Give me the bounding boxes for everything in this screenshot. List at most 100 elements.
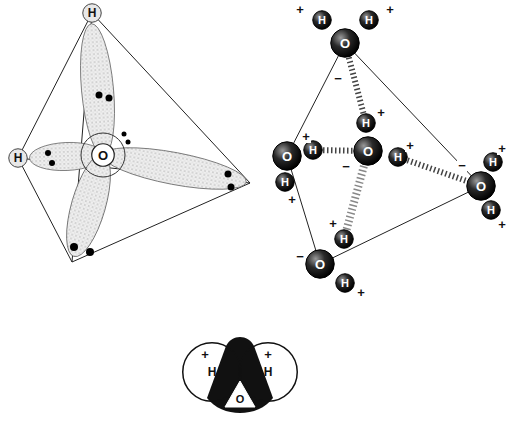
electron-dot [96, 92, 103, 99]
atom-circle [9, 149, 28, 168]
atom-circle [306, 250, 335, 279]
atom-symbol: O [315, 258, 325, 271]
atom-symbol: H [264, 366, 273, 378]
tetrahedron-edges [18, 13, 250, 262]
atom-circle [92, 144, 115, 167]
oxygen-atom: O [466, 171, 496, 201]
tetra-edge [287, 156, 320, 264]
atom-symbol: O [236, 394, 245, 405]
electron-dot [70, 243, 78, 251]
hydrogen-atom: H [359, 10, 379, 30]
atom-symbol: H [318, 15, 326, 26]
charge-sign: + [287, 193, 297, 206]
oxygen-atom: O [353, 136, 383, 166]
charge-sign: + [376, 106, 386, 119]
charge-sign: + [405, 139, 415, 152]
tetra-edge [320, 186, 481, 264]
oxygen-shell [81, 133, 125, 177]
atom-circle [239, 343, 298, 402]
oxygen-atom: O [330, 28, 360, 58]
atom-circle [313, 11, 332, 30]
hydrogen-atom: H [335, 273, 355, 293]
charge-sign: − [457, 159, 467, 172]
tetra-edge [287, 43, 345, 156]
oxygen-core: O [224, 380, 256, 408]
atom-circle [467, 172, 496, 201]
tetra-edge [18, 158, 72, 262]
cluster-tetrahedron [287, 43, 481, 264]
hydrogen-bond [349, 58, 364, 114]
charge-sign: + [497, 142, 507, 155]
atom-symbol: H [208, 366, 217, 378]
electron-dot [228, 184, 235, 191]
oxygen-atom: O [91, 143, 115, 167]
hydrogen-atom: H [303, 140, 323, 160]
orbital-lobes [29, 22, 249, 261]
charge-sign: − [295, 250, 305, 263]
atom-symbol: H [489, 157, 497, 168]
electron-dot [122, 132, 127, 137]
charge-sign: + [356, 286, 366, 299]
atom-circle [273, 142, 302, 171]
hydrogen-atom: H [356, 113, 376, 133]
charge-sign: + [328, 217, 338, 230]
oxygen-atom: O [272, 141, 302, 171]
charge-sign: + [385, 3, 395, 16]
hydrogen-bond [323, 147, 353, 154]
atom-circle [357, 114, 376, 133]
atom-symbol: O [363, 145, 373, 158]
atom-symbol: H [394, 152, 402, 163]
atom-circle [276, 173, 295, 192]
charge-sign: + [295, 3, 305, 16]
orbital-lobe [58, 150, 120, 261]
atom-symbol: H [365, 15, 373, 26]
electron-dot [106, 95, 113, 102]
hydrogen-atom: H [8, 148, 28, 168]
hydrogen-atom: H [275, 172, 295, 192]
oxygen-shadow [207, 337, 273, 413]
atom-circle [484, 153, 503, 172]
charge-sign: − [333, 72, 343, 85]
atom-symbol: H [309, 145, 317, 156]
atom-circle [335, 230, 354, 249]
electron-dot [86, 248, 94, 256]
atom-symbol: H [341, 278, 349, 289]
atom-circle [304, 141, 323, 160]
charge-sign: + [497, 218, 507, 231]
electron-dot [126, 140, 131, 145]
atom-symbol: O [476, 180, 486, 193]
oxygen-atom: O [305, 249, 335, 279]
hydrogen-atom: H [483, 152, 503, 172]
atom-symbol: H [487, 205, 495, 216]
electron-dot [225, 171, 232, 178]
hydrogen-bond [347, 165, 364, 229]
atom-circle [354, 137, 383, 166]
atom-symbol: H [281, 177, 289, 188]
atom-symbol: O [98, 149, 108, 162]
orbital-lobe [100, 139, 249, 198]
atom-circle [482, 201, 501, 220]
atom-circle [83, 4, 102, 23]
orbital-lobe [76, 22, 120, 156]
electron-pairs [45, 92, 235, 257]
atom-symbol: H [14, 152, 23, 164]
atom-symbol: O [340, 37, 350, 50]
hydrogen-atom: H [334, 229, 354, 249]
atom-symbol: H [362, 118, 370, 129]
hydrogen-atom: H [312, 10, 332, 30]
atom-symbol: H [88, 7, 97, 19]
electron-dot [45, 150, 51, 156]
atom-symbol: H [340, 234, 348, 245]
atom-circle [183, 343, 242, 402]
oxygen-triangle [225, 381, 255, 407]
atom-symbol: O [282, 150, 292, 163]
electron-dot [49, 160, 55, 166]
tetra-edge [345, 43, 481, 186]
charge-sign: + [301, 130, 311, 143]
atom-circle [336, 274, 355, 293]
atom-circle [360, 11, 379, 30]
